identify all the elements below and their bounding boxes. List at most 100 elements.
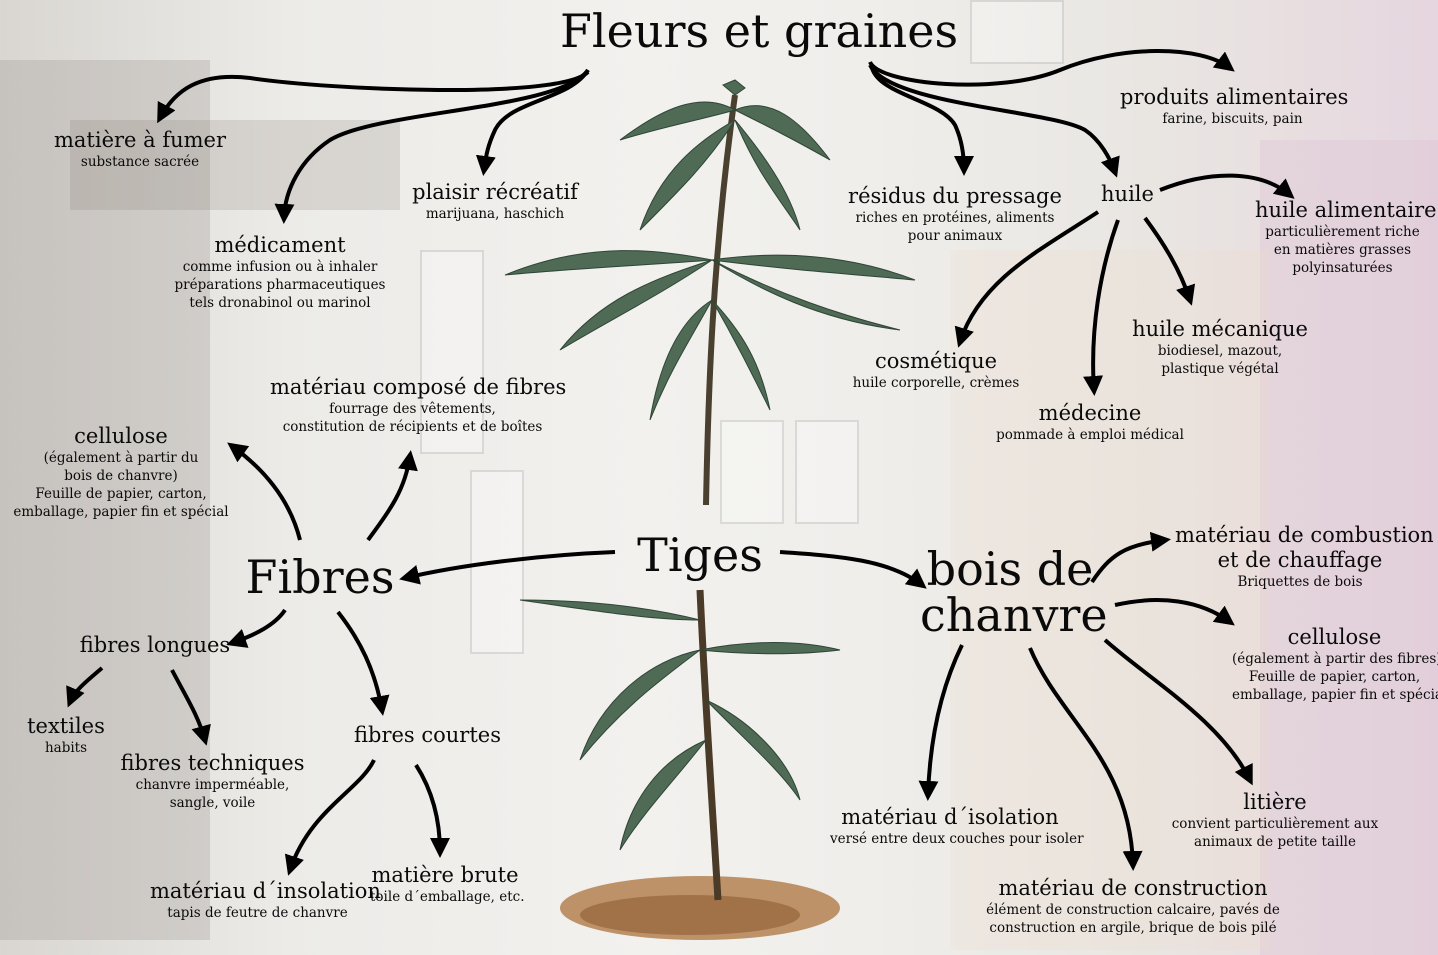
node-cellulose-bois: cellulose (également à partir des fibres…: [1232, 625, 1438, 704]
node-sub: Feuille de papier, carton,: [1248, 668, 1421, 685]
node-title: cosmétique: [874, 349, 998, 373]
node-fibres-techniques: fibres techniques chanvre imperméable, s…: [120, 751, 305, 812]
arrows-huile: [954, 173, 1295, 396]
arrow-to-huile-alimentaire: [1159, 173, 1295, 199]
node-title: plaisir récréatif: [412, 180, 578, 204]
node-title: huile alimentaire: [1255, 198, 1437, 222]
arrows-tiges: [399, 550, 927, 589]
node-materiau-isolation-bois: matériau d´isolation versé entre deux co…: [830, 805, 1084, 848]
hub-tiges: Tiges: [637, 528, 763, 582]
node-medecine: médecine pommade à emploi médical: [990, 401, 1190, 444]
node-produits-alimentaires: produits alimentaires farine, biscuits, …: [1120, 85, 1349, 128]
node-title: matériau d´insolation: [150, 879, 381, 903]
node-sub: comme infusion ou à inhaler: [182, 258, 378, 275]
node-sub: toile d´emballage, etc.: [370, 888, 525, 905]
arrow-to-huile: [868, 63, 1120, 178]
node-medicament: médicament comme infusion ou à inhaler p…: [150, 233, 410, 312]
node-sub: animaux de petite taille: [1194, 833, 1356, 850]
arrow-to-cellulose-bois: [1114, 598, 1235, 626]
node-title: matériau d´isolation: [841, 805, 1059, 829]
node-sub: biodiesel, mazout,: [1157, 342, 1283, 359]
node-title: cellulose: [74, 424, 168, 448]
node-sub: riches en protéines, aliments: [855, 209, 1055, 226]
arrow-to-combustion: [1090, 531, 1171, 584]
node-sub: versé entre deux couches pour isoler: [830, 830, 1084, 847]
arrow-to-textiles: [66, 666, 104, 708]
hub-fibres: Fibres: [245, 550, 395, 604]
node-sub: plastique végétal: [1161, 360, 1279, 377]
arrow-to-litiere: [1103, 638, 1253, 786]
node-sub: tapis de feutre de chanvre: [167, 904, 348, 921]
arrow-to-compose: [366, 450, 418, 542]
node-sub: particulièrement riche: [1265, 223, 1420, 240]
arrow-to-fibres-courtes: [336, 610, 390, 716]
node-sub: polyinsaturées: [1292, 260, 1393, 277]
node-litiere: litière convient particulièrement aux an…: [1170, 790, 1380, 851]
arrow-to-medecine: [1083, 219, 1120, 396]
arrows-bois: [918, 531, 1253, 871]
node-sub: Briquettes de bois: [1237, 573, 1363, 590]
node-plaisir-recreatif: plaisir récréatif marijuana, haschich: [400, 180, 590, 223]
hub-bois-de-chanvre: bois de chanvre: [920, 546, 1108, 638]
node-sub: (également à partir du: [43, 449, 199, 466]
arrow-to-medicament: [274, 68, 590, 224]
arrow-to-insolation-fibres: [284, 759, 376, 876]
node-title: résidus du pressage: [848, 184, 1062, 208]
node-title: matériau de construction: [998, 876, 1268, 900]
arrow-to-bois: [779, 550, 927, 589]
node-sub: construction en argile, brique de bois p…: [989, 919, 1277, 936]
node-sub: huile corporelle, crèmes: [852, 374, 1020, 391]
node-title: médicament: [214, 233, 346, 257]
node-sub: pour animaux: [907, 227, 1003, 244]
arrow-to-huile-mecanique: [1143, 216, 1196, 306]
arrow-to-fibres: [399, 550, 616, 585]
arrow-to-alimentaires: [868, 49, 1235, 87]
node-huile-alimentaire: huile alimentaire particulièrement riche…: [1255, 198, 1437, 277]
arrow-to-construction: [1028, 647, 1143, 871]
node-sub: emballage, papier fin et spécial: [1232, 687, 1438, 704]
node-title: fibres longues: [79, 633, 231, 657]
arrow-to-techniques: [170, 669, 211, 746]
node-title: litière: [1243, 790, 1307, 814]
arrow-to-fumer: [157, 70, 590, 124]
node-sub: préparations pharmaceutiques: [174, 276, 386, 293]
node-title: cellulose: [1287, 625, 1382, 649]
node-materiau-construction: matériau de construction élément de cons…: [985, 876, 1281, 937]
node-title: textiles: [27, 714, 105, 738]
node-title: produits alimentaires: [1120, 85, 1349, 109]
node-title: matière à fumer: [53, 128, 227, 152]
node-title: matériau composé de fibres: [270, 375, 567, 399]
node-title: huile mécanique: [1132, 317, 1308, 341]
node-huile-mecanique: huile mécanique biodiesel, mazout, plast…: [1130, 317, 1310, 378]
node-sub: constitution de récipients et de boîtes: [282, 418, 543, 435]
node-matiere-a-fumer: matière à fumer substance sacrée: [40, 128, 240, 171]
node-title: fibres techniques: [120, 751, 305, 775]
node-matiere-brute: matière brute toile d´emballage, etc.: [370, 863, 525, 906]
node-title: matière brute: [371, 863, 519, 887]
node-sub: farine, biscuits, pain: [1162, 110, 1303, 127]
node-sub: habits: [44, 739, 88, 756]
node-title: et de chauffage: [1217, 547, 1383, 572]
node-title: médecine: [1038, 401, 1142, 425]
arrow-to-brute: [414, 763, 450, 858]
node-materiau-combustion: matériau de combustion et de chauffage B…: [1175, 523, 1434, 591]
arrow-to-fibres-longues: [226, 608, 287, 648]
node-sub: chanvre imperméable,: [135, 776, 290, 793]
hemp-plant-illustration: [504, 79, 916, 940]
node-cellulose-fibres: cellulose (également à partir du bois de…: [10, 424, 232, 522]
node-title: fibres courtes: [354, 723, 501, 747]
arrows-fleurs: [157, 49, 1235, 224]
node-sub: tels dronabinol ou marinol: [189, 295, 371, 312]
main-title: Fleurs et graines: [560, 4, 959, 58]
node-sub: marijuana, haschich: [425, 205, 565, 222]
node-sub: pommade à emploi médical: [996, 426, 1184, 443]
node-title: huile: [1101, 182, 1154, 206]
arrow-to-residus: [870, 67, 974, 176]
node-cosmetique: cosmétique huile corporelle, crèmes: [848, 349, 1024, 392]
node-title: matériau de combustion: [1175, 523, 1434, 547]
node-sub: Feuille de papier, carton,: [35, 486, 207, 503]
node-textiles: textiles habits: [20, 714, 112, 757]
node-sub: élément de construction calcaire, pavés …: [986, 901, 1280, 918]
node-fibres-longues: fibres longues: [75, 633, 235, 658]
